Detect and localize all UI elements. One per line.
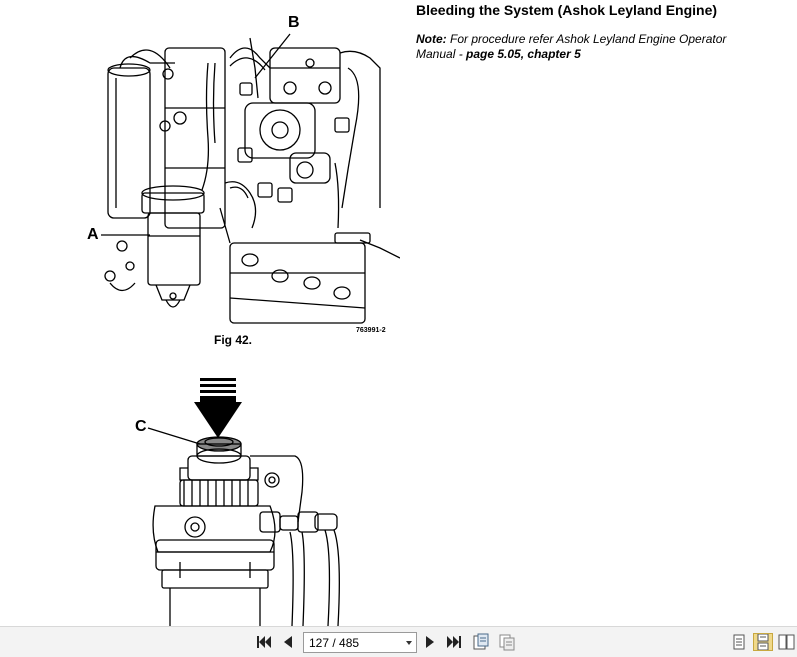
first-page-icon (257, 636, 271, 648)
procedure-note: Note: For procedure refer Ashok Leyland … (416, 32, 746, 62)
note-text: For procedure refer Ashok Leyland Engine… (416, 32, 727, 61)
previous-page-button[interactable] (278, 633, 298, 651)
next-page-button[interactable] (420, 633, 440, 651)
callout-label-b: B (288, 14, 300, 31)
page-indicator: 127 / 485 (309, 635, 360, 650)
note-label: Note: (416, 32, 447, 46)
single-page-view-icon (733, 634, 745, 650)
last-page-button[interactable] (444, 633, 464, 651)
fit-width-button[interactable] (497, 633, 517, 651)
viewer-toolbar: 127 / 485 (0, 626, 797, 657)
section-title: Bleeding the System (Ashok Leyland Engin… (416, 2, 718, 18)
previous-page-icon (284, 636, 292, 648)
callout-label-c: C (135, 418, 147, 435)
single-page-view-button[interactable] (729, 633, 749, 651)
figure-caption: Fig 42. (214, 333, 253, 347)
page-number-select[interactable]: 127 / 485 (303, 632, 417, 653)
engine-fuel-system-illustration (101, 33, 400, 324)
dropdown-caret-icon (406, 641, 412, 645)
fuel-filter-primer-illustration (147, 378, 340, 626)
callout-label-a: A (87, 226, 99, 243)
document-page: B A 763991-2 Fig 42. (87, 2, 746, 626)
facing-pages-icon (778, 634, 795, 650)
continuous-view-icon (757, 634, 769, 650)
fit-page-icon (473, 633, 489, 650)
continuous-view-button[interactable] (753, 633, 773, 651)
fit-width-icon (499, 634, 515, 651)
figure-reference-number: 763991-2 (356, 327, 386, 334)
next-page-icon (426, 636, 434, 648)
last-page-icon (447, 636, 461, 648)
first-page-button[interactable] (254, 633, 274, 651)
facing-pages-view-button[interactable] (777, 633, 797, 651)
note-page-reference: page 5.05, chapter 5 (466, 47, 581, 61)
fit-page-button[interactable] (471, 633, 491, 651)
